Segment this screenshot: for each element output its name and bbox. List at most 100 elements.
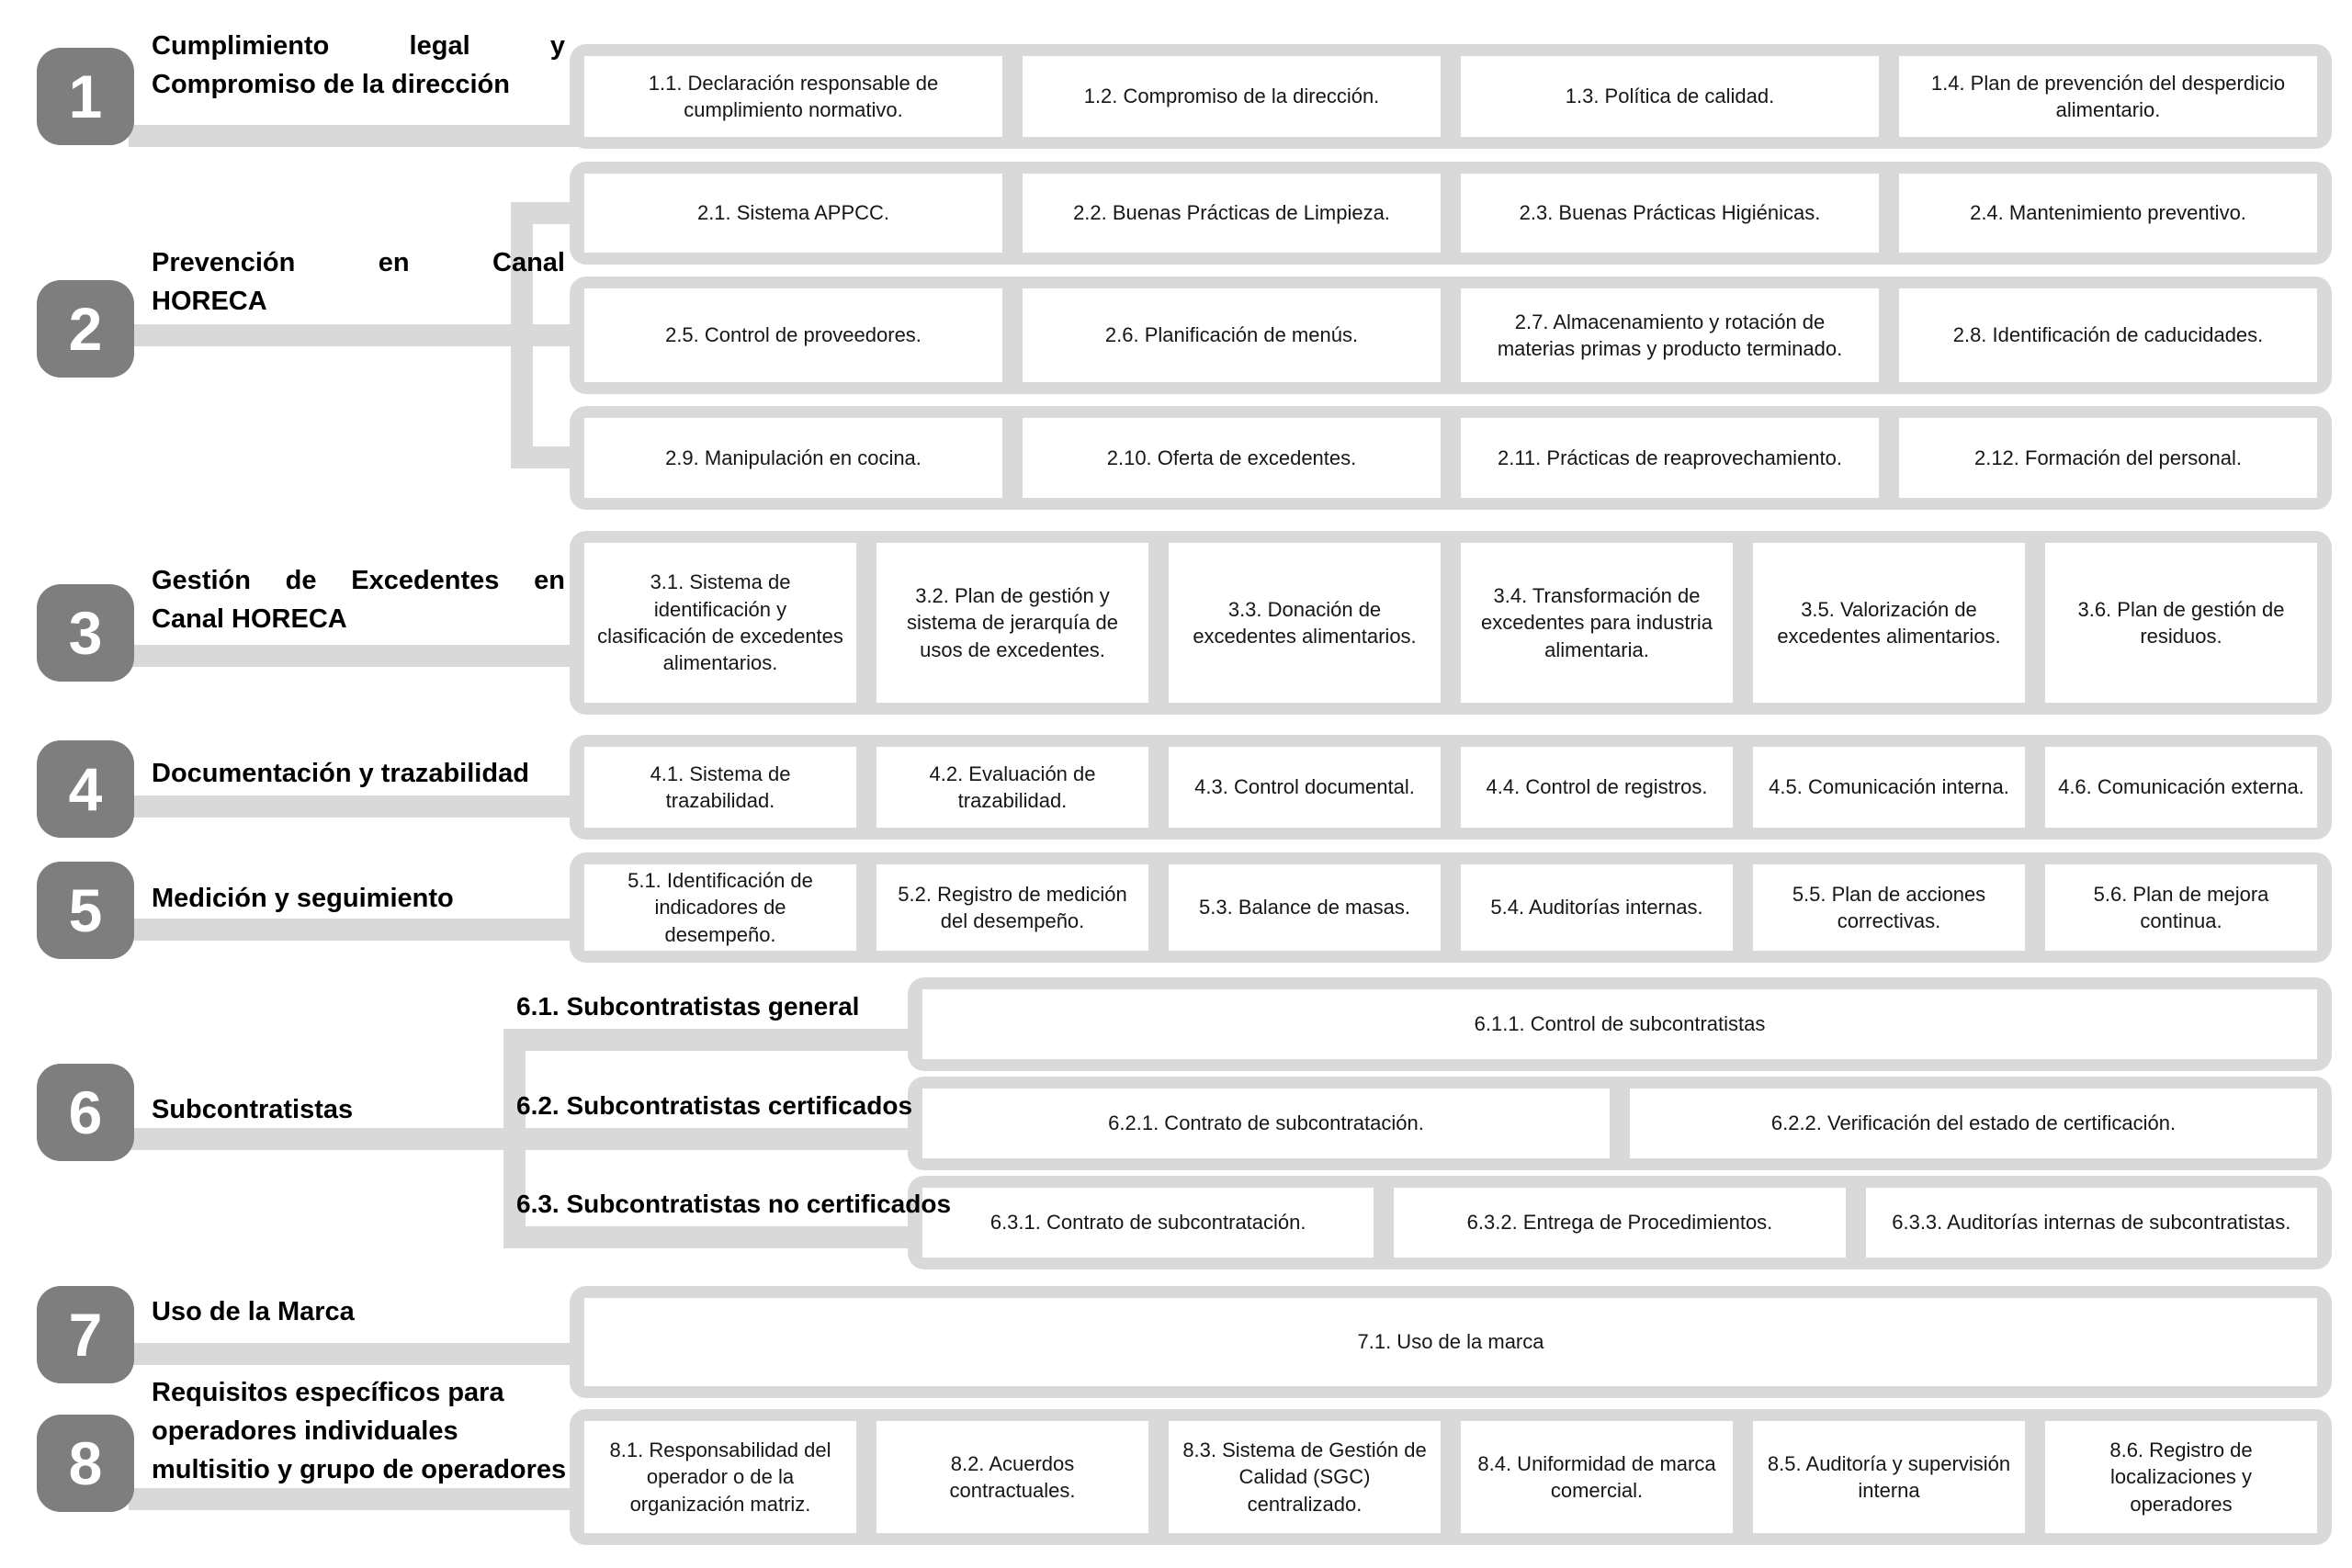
box-6-2-2: 6.2.2. Verificación del estado de certif… xyxy=(1630,1089,2317,1158)
title-line: operadores individuales xyxy=(152,1416,458,1446)
box-4-2: 4.2. Evaluación de trazabilidad. xyxy=(876,747,1148,828)
box-6-3-1: 6.3.1. Contrato de subcontratación. xyxy=(922,1188,1374,1258)
sublabel-6-3: 6.3. Subcontratistas no certificados xyxy=(516,1190,952,1218)
box-2-1: 2.1. Sistema APPCC. xyxy=(584,174,1002,253)
box-1-1: 1.1. Declaración responsable de cumplimi… xyxy=(584,56,1002,137)
box-3-3: 3.3. Donación de excedentes alimentarios… xyxy=(1169,543,1441,703)
title-line: HORECA xyxy=(152,286,267,316)
box-2-6: 2.6. Planificación de menús. xyxy=(1023,288,1441,382)
box-4-1: 4.1. Sistema de trazabilidad. xyxy=(584,747,856,828)
box-label: 1.1. Declaración responsable de cumplimi… xyxy=(648,71,939,121)
box-label: 5.4. Auditorías internas. xyxy=(1490,896,1703,919)
title-line: multisitio y grupo de operadores xyxy=(152,1454,567,1484)
box-2-8: 2.8. Identificación de caducidades. xyxy=(1899,288,2317,382)
connector-7 xyxy=(129,1343,606,1365)
tray-8: 8.1. Responsabilidad del operador o de l… xyxy=(570,1409,2332,1545)
badge-4: 4 xyxy=(37,740,134,838)
box-label: 2.12. Formación del personal. xyxy=(1973,446,2243,469)
box-1-2: 1.2. Compromiso de la dirección. xyxy=(1023,56,1441,137)
box-label: 8.6. Registro de localizaciones y operad… xyxy=(2109,1438,2253,1516)
box-6-3-2: 6.3.2. Entrega de Procedimientos. xyxy=(1394,1188,1846,1258)
box-2-7: 2.7. Almacenamiento y rotación de materi… xyxy=(1461,288,1879,382)
connector-6-2 xyxy=(129,1128,928,1150)
box-6-2-1: 6.2.1. Contrato de subcontratación. xyxy=(922,1089,1610,1158)
connector-2b xyxy=(129,324,606,346)
box-label: 7.1. Uso de la marca xyxy=(1357,1330,1544,1354)
box-label: 2.5. Control de proveedores. xyxy=(665,323,922,347)
box-label: 5.6. Plan de mejora continua. xyxy=(2093,882,2269,932)
box-label: 4.2. Evaluación de trazabilidad. xyxy=(929,761,1096,812)
tray-2b: 2.5. Control de proveedores. 2.6. Planif… xyxy=(570,276,2332,394)
section-3-title: Gestión de Excedentes en Canal HORECA xyxy=(152,562,565,639)
box-label: 2.6. Planificación de menús. xyxy=(1104,323,1359,347)
section-8-title: Requisitos específicos para operadores i… xyxy=(152,1374,567,1489)
connector-3 xyxy=(129,645,606,667)
box-8-1: 8.1. Responsabilidad del operador o de l… xyxy=(584,1421,856,1533)
box-label: 1.2. Compromiso de la dirección. xyxy=(1083,85,1380,108)
badge-8: 8 xyxy=(37,1415,134,1512)
box-label: 2.1. Sistema APPCC. xyxy=(696,201,890,225)
box-5-3: 5.3. Balance de masas. xyxy=(1169,864,1441,951)
box-label: 5.2. Registro de medición del desempeño. xyxy=(898,882,1127,932)
box-label: 2.9. Manipulación en cocina. xyxy=(665,446,922,469)
box-label: 2.2. Buenas Prácticas de Limpieza. xyxy=(1073,201,1390,225)
box-label: 8.1. Responsabilidad del operador o de l… xyxy=(609,1438,831,1516)
box-3-2: 3.2. Plan de gestión y sistema de jerarq… xyxy=(876,543,1148,703)
box-3-1: 3.1. Sistema de identificación y clasifi… xyxy=(584,543,856,703)
title-line: Documentación y trazabilidad xyxy=(152,759,529,788)
box-2-12: 2.12. Formación del personal. xyxy=(1899,418,2317,498)
box-4-4: 4.4. Control de registros. xyxy=(1461,747,1733,828)
box-6-3-3: 6.3.3. Auditorías internas de subcontrat… xyxy=(1865,1188,2317,1258)
box-label: 2.10. Oferta de excedentes. xyxy=(1106,446,1357,469)
sublabel-6-1: 6.1. Subcontratistas general xyxy=(516,992,860,1021)
box-8-6: 8.6. Registro de localizaciones y operad… xyxy=(2045,1421,2317,1533)
box-label: 2.11. Prácticas de reaprovechamiento. xyxy=(1497,446,1843,469)
box-1-3: 1.3. Política de calidad. xyxy=(1461,56,1879,137)
box-label: 8.2. Acuerdos contractuales. xyxy=(949,1451,1076,1502)
badge-1: 1 xyxy=(37,48,134,145)
box-label: 2.8. Identificación de caducidades. xyxy=(1952,323,2264,347)
box-2-3: 2.3. Buenas Prácticas Higiénicas. xyxy=(1461,174,1879,253)
section-6-title: Subcontratistas xyxy=(152,1091,565,1130)
box-5-1: 5.1. Identificación de indicadores de de… xyxy=(584,864,856,951)
box-2-5: 2.5. Control de proveedores. xyxy=(584,288,1002,382)
title-line: Cumplimiento legal y xyxy=(152,31,565,61)
section-1-title: Cumplimiento legal y Compromiso de la di… xyxy=(152,28,565,105)
box-label: 6.2.1. Contrato de subcontratación. xyxy=(1108,1111,1424,1135)
tray-5: 5.1. Identificación de indicadores de de… xyxy=(570,852,2332,963)
section-5-title: Medición y seguimiento xyxy=(152,880,565,919)
title-line: Gestión de Excedentes en xyxy=(152,566,565,595)
box-label: 8.4. Uniformidad de marca comercial. xyxy=(1477,1451,1716,1502)
box-label: 5.5. Plan de acciones correctivas. xyxy=(1792,882,1986,932)
box-label: 4.1. Sistema de trazabilidad. xyxy=(650,761,791,812)
badge-2: 2 xyxy=(37,280,134,378)
tray-7: 7.1. Uso de la marca xyxy=(570,1286,2332,1398)
box-4-6: 4.6. Comunicación externa. xyxy=(2045,747,2317,828)
tray-2a: 2.1. Sistema APPCC. 2.2. Buenas Práctica… xyxy=(570,162,2332,265)
connector-6-3 xyxy=(503,1226,928,1248)
box-4-3: 4.3. Control documental. xyxy=(1169,747,1441,828)
box-3-6: 3.6. Plan de gestión de residuos. xyxy=(2045,543,2317,703)
tray-4: 4.1. Sistema de trazabilidad. 4.2. Evalu… xyxy=(570,735,2332,840)
tray-1: 1.1. Declaración responsable de cumplimi… xyxy=(570,44,2332,149)
box-label: 4.6. Comunicación externa. xyxy=(2058,775,2304,799)
box-4-5: 4.5. Comunicación interna. xyxy=(1753,747,2025,828)
box-label: 5.1. Identificación de indicadores de de… xyxy=(628,868,813,946)
tray-2c: 2.9. Manipulación en cocina. 2.10. Ofert… xyxy=(570,406,2332,510)
box-label: 3.5. Valorización de excedentes alimenta… xyxy=(1777,597,2001,648)
box-8-3: 8.3. Sistema de Gestión de Calidad (SGC)… xyxy=(1169,1421,1441,1533)
box-2-2: 2.2. Buenas Prácticas de Limpieza. xyxy=(1023,174,1441,253)
box-label: 2.7. Almacenamiento y rotación de materi… xyxy=(1497,310,1843,360)
box-label: 5.3. Balance de masas. xyxy=(1199,896,1410,919)
badge-3: 3 xyxy=(37,584,134,682)
connector-6-1 xyxy=(503,1029,928,1051)
box-label: 3.4. Transformación de excedentes para i… xyxy=(1481,583,1713,661)
box-label: 3.3. Donación de excedentes alimentarios… xyxy=(1193,597,1417,648)
box-label: 8.3. Sistema de Gestión de Calidad (SGC)… xyxy=(1182,1438,1427,1516)
box-label: 3.6. Plan de gestión de residuos. xyxy=(2077,597,2285,648)
box-3-5: 3.5. Valorización de excedentes alimenta… xyxy=(1753,543,2025,703)
box-5-6: 5.6. Plan de mejora continua. xyxy=(2045,864,2317,951)
box-label: 6.2.2. Verificación del estado de certif… xyxy=(1770,1111,2177,1135)
box-label: 2.3. Buenas Prácticas Higiénicas. xyxy=(1519,201,1821,225)
